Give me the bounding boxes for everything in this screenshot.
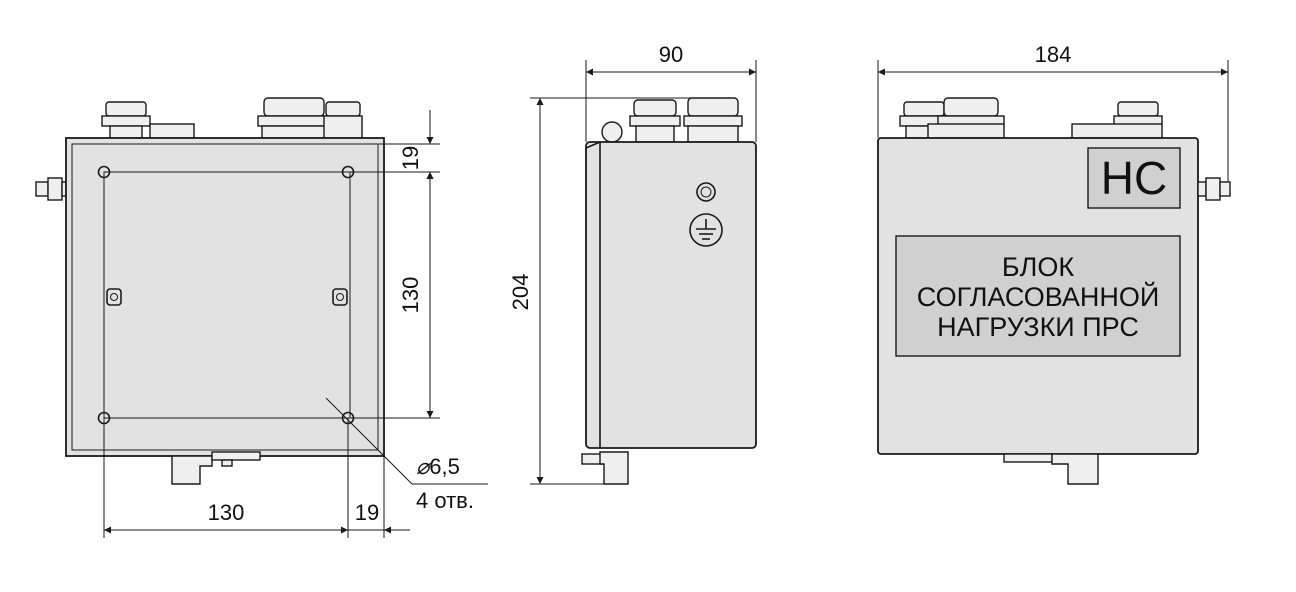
front-gland-middle bbox=[927, 97, 1005, 139]
hinge-knob bbox=[601, 121, 623, 143]
front-gland-right bbox=[1071, 101, 1163, 139]
cable-gland-right bbox=[323, 101, 363, 139]
dim-hole-diameter: ⌀6,5 bbox=[416, 454, 460, 479]
front-view: НС БЛОК СОГЛАСОВАННОЙ НАГРУЗКИ ПРС 184 bbox=[877, 42, 1231, 485]
front-bottom-bracket bbox=[1003, 453, 1099, 485]
plate-line-1: БЛОК bbox=[1002, 252, 1074, 282]
side-gland-right bbox=[683, 97, 743, 143]
cable-gland-left bbox=[101, 101, 195, 139]
screw-right bbox=[332, 288, 348, 306]
screw-left bbox=[106, 288, 122, 306]
ground-bolt bbox=[696, 182, 716, 202]
side-enclosure-body bbox=[585, 141, 757, 449]
cable-gland-middle bbox=[257, 97, 331, 139]
diameter-symbol: ⌀ bbox=[416, 454, 432, 479]
dim-hole-count: 4 отв. bbox=[416, 488, 474, 513]
bottom-bracket bbox=[171, 451, 261, 485]
side-bolt bbox=[35, 177, 71, 201]
badge-label: НС bbox=[1101, 152, 1167, 204]
side-gland-left bbox=[629, 99, 681, 143]
dim-rear-width: 184 bbox=[1035, 42, 1072, 67]
name-plate bbox=[895, 235, 1181, 357]
plate-line-3: НАГРУЗКИ ПРС bbox=[937, 312, 1139, 342]
dim-height: 204 bbox=[508, 274, 533, 311]
side-view: 90 204 bbox=[508, 42, 757, 485]
earth-ground-icon bbox=[689, 213, 723, 247]
dim-side-offset: 19 bbox=[355, 500, 379, 525]
side-bottom-bracket bbox=[581, 451, 629, 485]
badge-box bbox=[1087, 147, 1181, 209]
dim-hole-vertical: 130 bbox=[398, 277, 423, 314]
dim-top-offset: 19 bbox=[398, 146, 423, 170]
plate-line-2: СОГЛАСОВАННОЙ bbox=[917, 281, 1160, 312]
dim-front-width: 90 bbox=[659, 42, 683, 67]
mounting-view: 19 130 130 19 ⌀6,5 4 отв. bbox=[35, 97, 488, 538]
dim-hole-horizontal: 130 bbox=[208, 500, 245, 525]
front-side-bolt bbox=[1197, 177, 1231, 201]
